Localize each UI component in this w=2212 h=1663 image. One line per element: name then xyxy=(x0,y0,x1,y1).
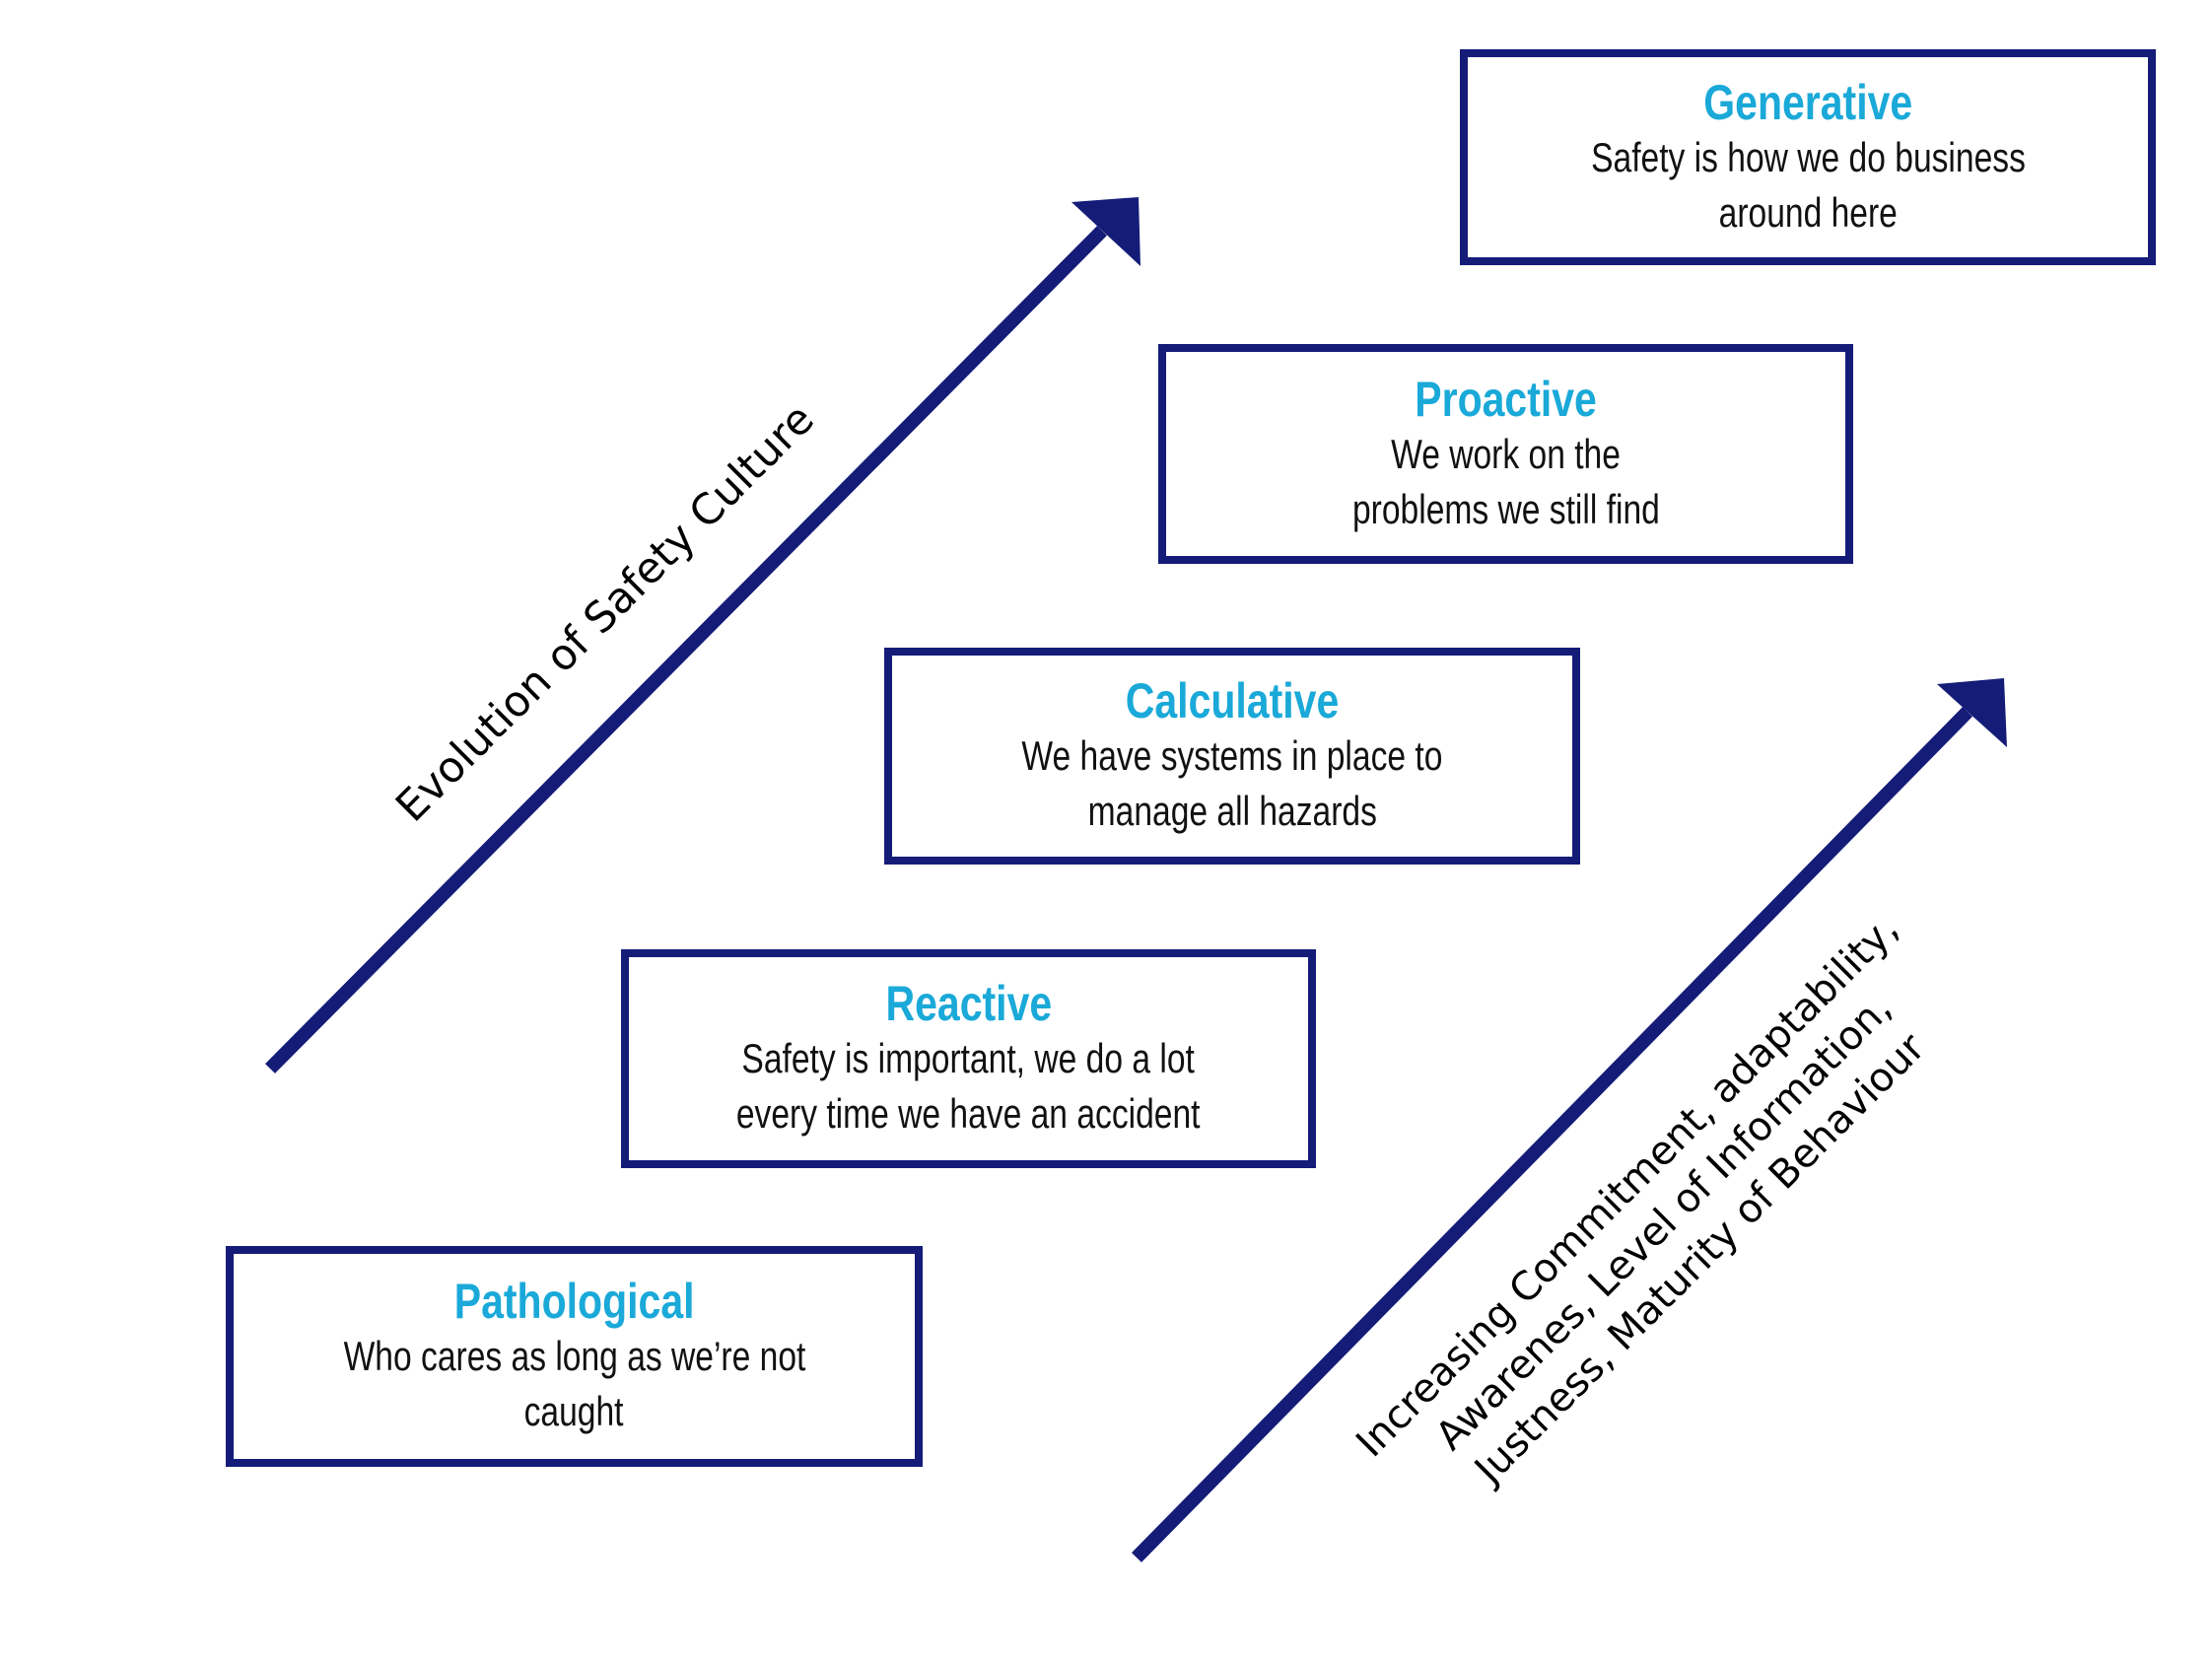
stage-reactive: Reactive Safety is important, we do a lo… xyxy=(621,949,1316,1168)
stage-description-line: We work on the xyxy=(1391,430,1621,477)
stage-title: Pathological xyxy=(453,1274,695,1329)
stage-calculative: Calculative We have systems in place to … xyxy=(884,648,1580,865)
evolution-arrow-head xyxy=(1071,197,1141,266)
stage-title: Proactive xyxy=(1415,371,1597,427)
stage-description-line: problems we still find xyxy=(1351,485,1660,532)
evolution-arrow xyxy=(265,197,1141,1074)
increasing-arrow-shaft xyxy=(1132,707,1972,1562)
stage-description-line: around here xyxy=(1718,188,1898,236)
increasing-arrow xyxy=(1132,678,2007,1562)
stage-description-line: manage all hazards xyxy=(1087,788,1377,834)
stage-description-line: caught xyxy=(524,1388,624,1434)
increasing-arrow-head xyxy=(1937,678,2007,747)
stage-description-line: Safety is important, we do a lot xyxy=(741,1035,1196,1081)
stage-description-line: Who cares as long as we’re not xyxy=(343,1333,805,1379)
stage-generative: Generative Safety is how we do business … xyxy=(1460,49,2156,265)
stage-title: Calculative xyxy=(1125,673,1340,728)
evolution-arrow-shaft xyxy=(265,226,1107,1074)
stage-description-line: every time we have an accident xyxy=(736,1090,1201,1137)
stage-proactive: Proactive We work on the problems we sti… xyxy=(1158,344,1853,564)
stage-title: Reactive xyxy=(885,976,1052,1031)
stage-description-line: Safety is how we do business xyxy=(1590,133,2026,180)
stage-pathological: Pathological Who cares as long as we’re … xyxy=(226,1246,923,1467)
stage-description-line: We have systems in place to xyxy=(1021,732,1443,779)
stage-title: Generative xyxy=(1703,74,1912,130)
